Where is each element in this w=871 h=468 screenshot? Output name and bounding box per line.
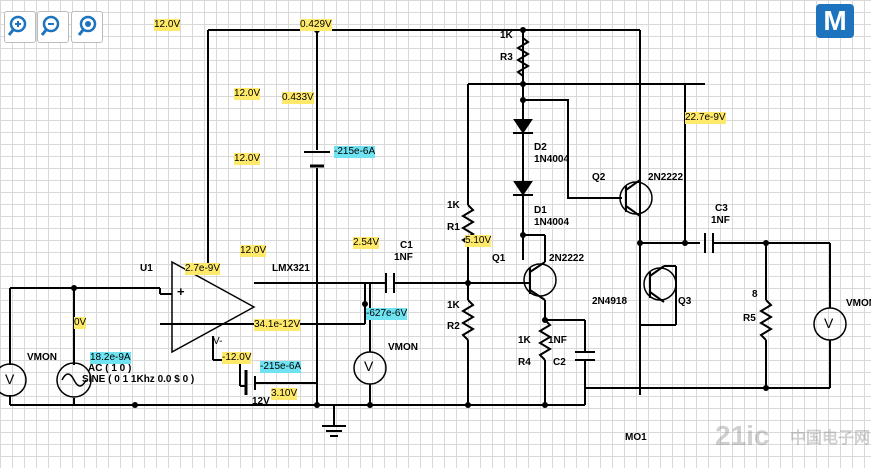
vmon-left-label: VMON (27, 352, 57, 363)
probe-v-12c[interactable]: 12.0V (240, 245, 267, 257)
c2-ref: C2 (553, 357, 566, 368)
c3-ref: C3 (715, 203, 728, 214)
zoom-out-button[interactable] (37, 11, 69, 43)
q1-part: 2N2222 (549, 253, 585, 264)
vmon-mid-icon: V (364, 358, 374, 374)
source-ac: AC ( 1 0 ) (88, 363, 132, 374)
watermark-text: 中国电子网 (790, 430, 871, 447)
probe-v-254[interactable]: 2.54V (353, 237, 380, 249)
r2-ref: R2 (447, 321, 460, 332)
probe-i-627[interactable]: -627e-6V (366, 308, 408, 320)
r2-value: 1K (447, 300, 460, 311)
d1-ref: D1 (534, 205, 547, 216)
probe-i-182[interactable]: 18.2e-9A (90, 352, 131, 364)
q1-ref: Q1 (492, 253, 506, 264)
opamp-minus: - (178, 315, 183, 330)
q3-ref: Q3 (678, 296, 692, 307)
probe-v-top-left[interactable]: 12.0V (154, 19, 181, 31)
zoom-in-button[interactable] (4, 11, 36, 43)
c3-value: 1NF (711, 215, 730, 226)
probe-i-215b[interactable]: -215e-6A (260, 361, 302, 373)
probe-v-top-mid[interactable]: 0.429V (300, 19, 332, 31)
vmon-right-icon: V (824, 315, 834, 331)
probe-v-227[interactable]: 22.7e-9V (685, 112, 726, 124)
r4-ref: R4 (518, 357, 531, 368)
u1-ref: U1 (140, 263, 153, 274)
r3-ref: R3 (500, 52, 513, 63)
q3-part: 2N4918 (592, 296, 628, 307)
zoom-fit-button[interactable] (71, 11, 103, 43)
vmon-right-label: VMON (846, 298, 871, 309)
probe-v-op-in[interactable]: 2.7e-9V (185, 263, 221, 275)
vmon-mid-label: VMON (388, 342, 418, 353)
u1-part: LMX321 (272, 263, 310, 274)
probe-v-433[interactable]: 0.433V (282, 92, 314, 104)
probe-v-0[interactable]: 0V (74, 317, 87, 329)
probe-v-neg12[interactable]: -12.0V (222, 352, 252, 364)
vmon-left-icon: V (5, 371, 15, 387)
probe-v-12a[interactable]: 12.0V (234, 88, 261, 100)
probe-v-510[interactable]: 5.10V (465, 235, 492, 247)
r3-value: 1K (500, 30, 513, 41)
q2-ref: Q2 (592, 172, 606, 183)
probe-i-215a[interactable]: -215e-6A (334, 146, 376, 158)
c1-value: 1NF (394, 252, 413, 263)
r5-value: 8 (752, 289, 758, 300)
source-sine: SINE ( 0 1 1Khz 0.0 $ 0 ) (82, 374, 195, 385)
opamp-plus: + (177, 284, 185, 299)
zoom-in-icon (7, 15, 27, 36)
r1-ref: R1 (447, 222, 460, 233)
r4-value: 1K (518, 335, 531, 346)
app-logo[interactable]: M (816, 4, 854, 38)
zoom-out-icon (40, 15, 60, 36)
r1-value: 1K (447, 200, 460, 211)
watermark-logo: 21ic (715, 420, 770, 451)
q2-part: 2N2222 (648, 172, 684, 183)
d2-part: 1N4004 (534, 154, 570, 165)
d2-ref: D2 (534, 142, 547, 153)
subcircuit-label: MO1 (625, 432, 647, 443)
probe-v-12b[interactable]: 12.0V (234, 153, 261, 165)
c2-value: 1NF (548, 335, 567, 346)
d1-part: 1N4004 (534, 217, 570, 228)
r5-ref: R5 (743, 313, 756, 324)
supply-12v: 12V (252, 396, 270, 407)
c1-ref: C1 (400, 240, 413, 251)
probe-v-310[interactable]: 3.10V (271, 388, 298, 400)
opamp-vminus: V- (213, 336, 223, 347)
zoom-fit-icon (77, 15, 97, 36)
probe-v-341[interactable]: 34.1e-12V (254, 319, 301, 331)
